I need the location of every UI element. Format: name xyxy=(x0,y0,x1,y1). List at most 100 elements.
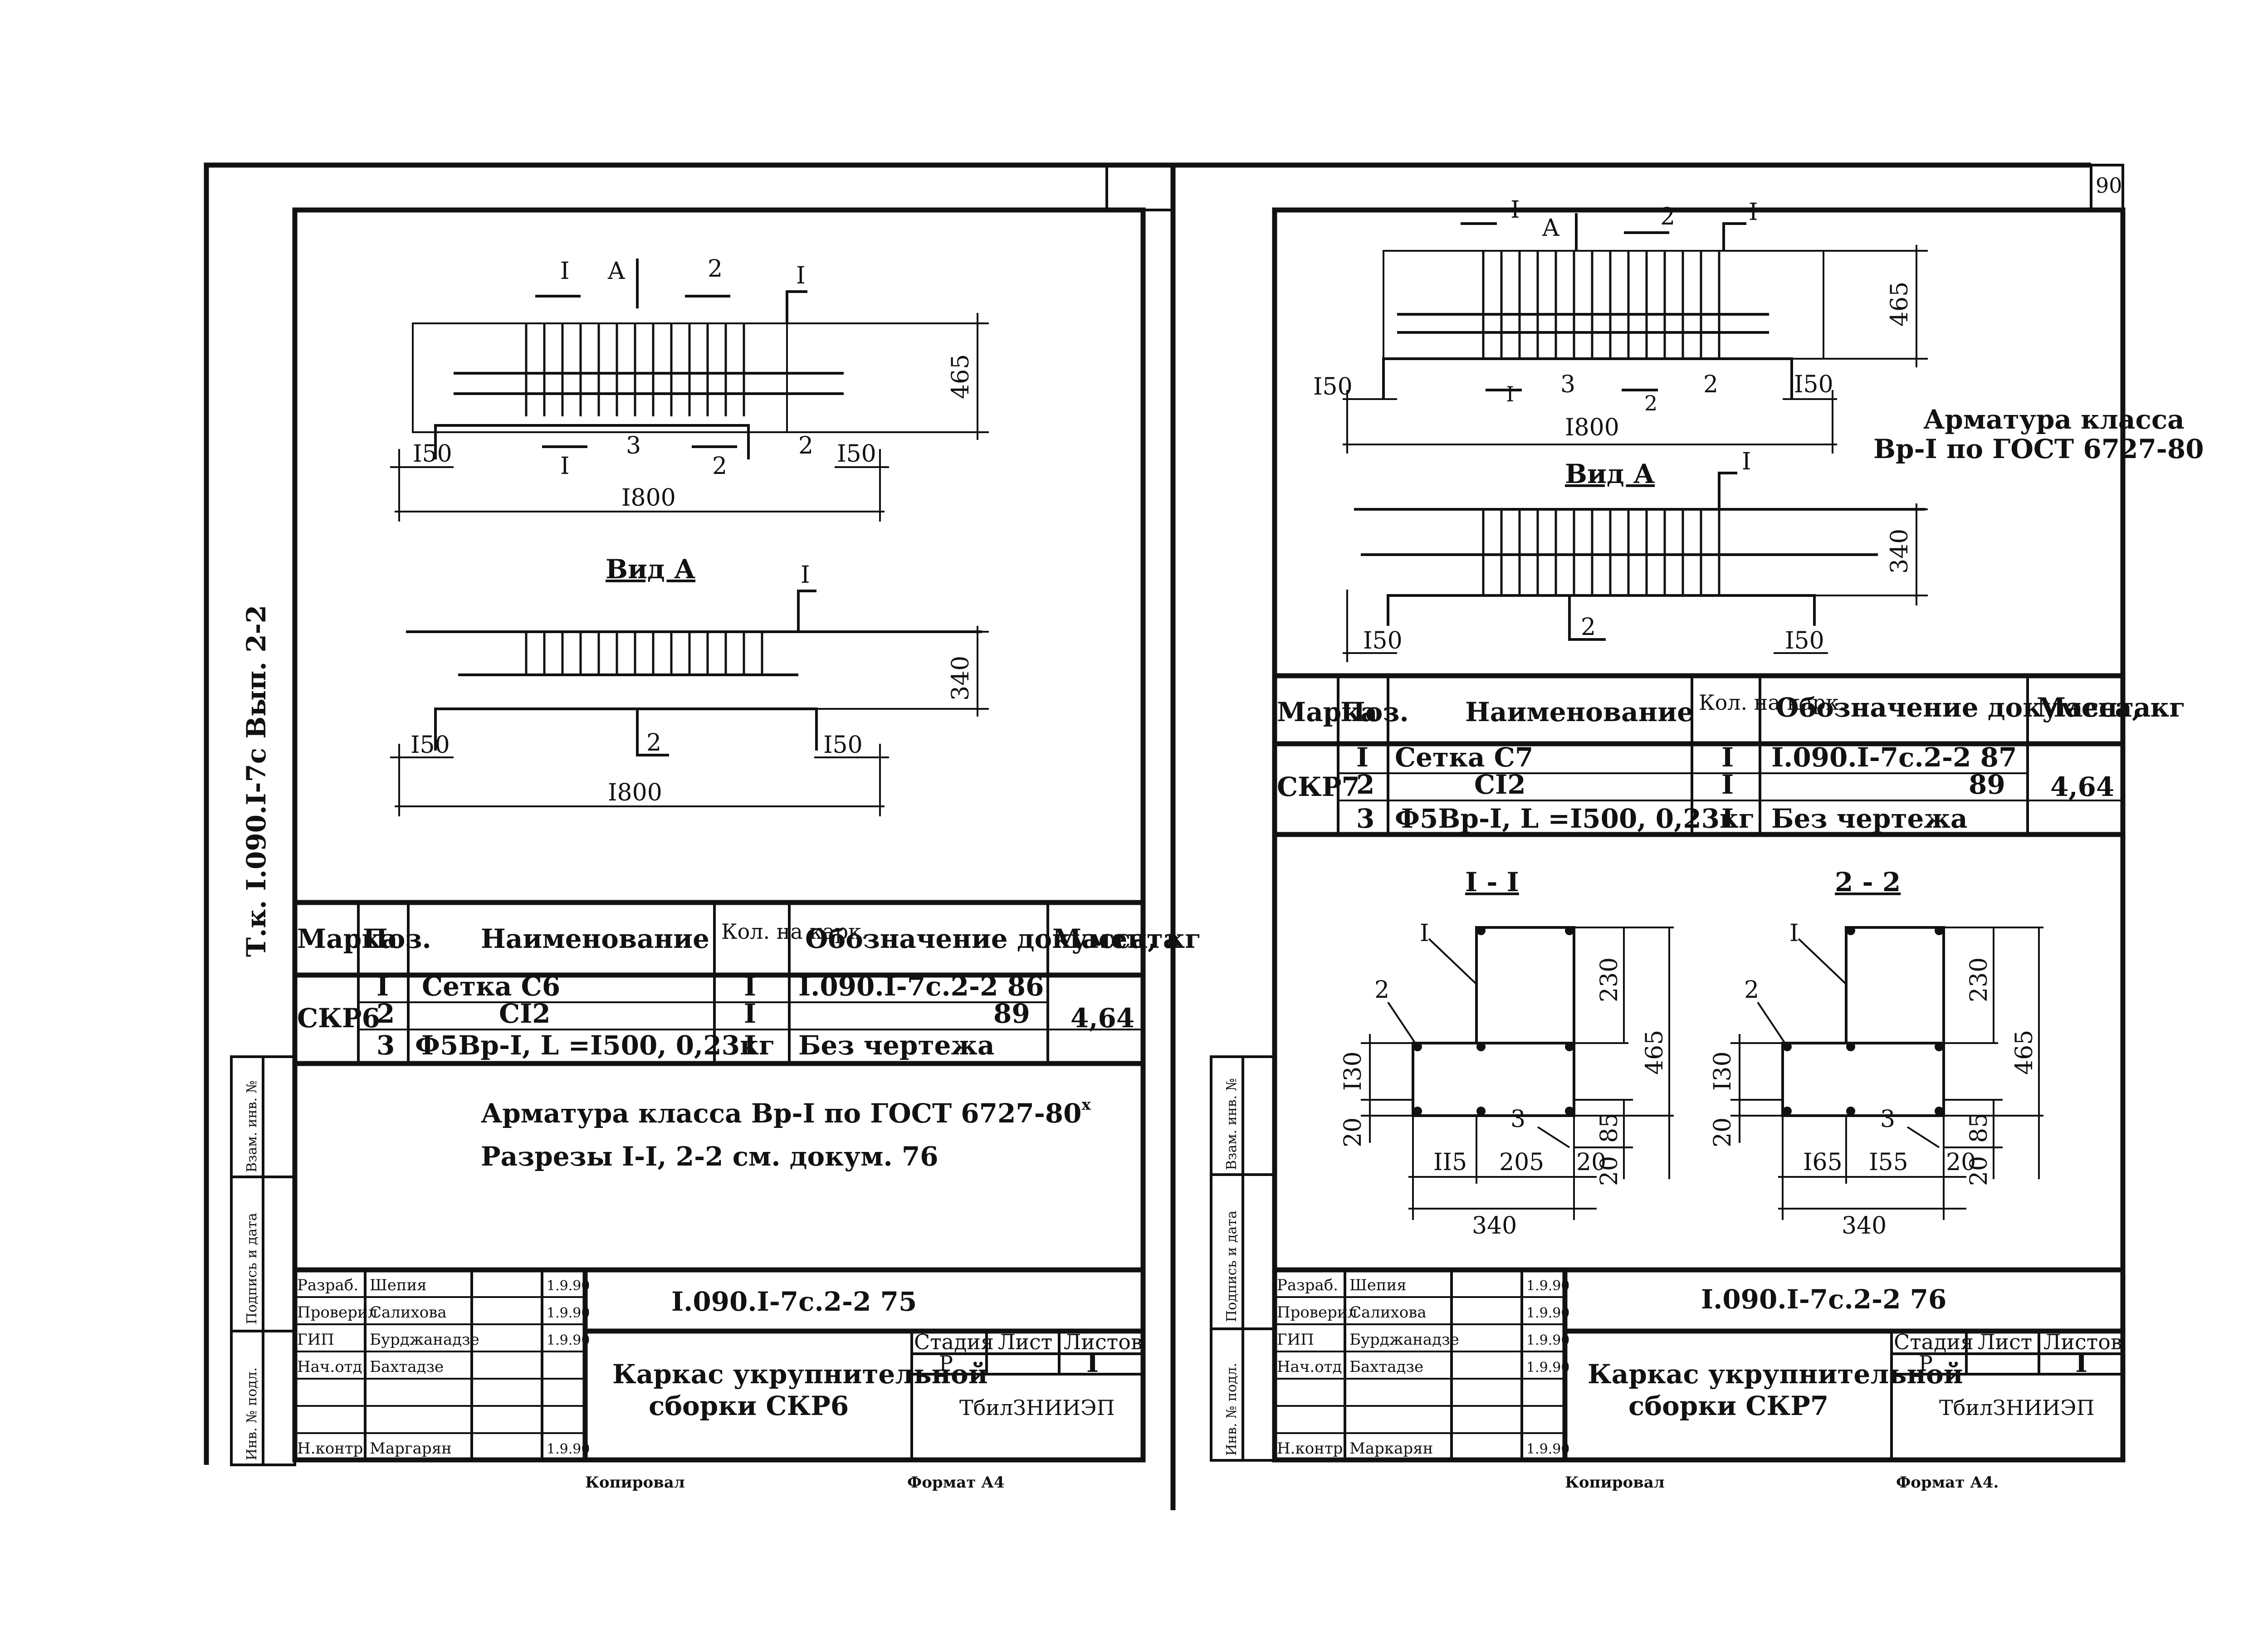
table-row: Сетка С7 xyxy=(1395,742,1533,773)
section-label: I xyxy=(1420,920,1429,947)
stamp-role: ГИП xyxy=(297,1331,334,1349)
margin-label: Взам. инв. № xyxy=(1224,1078,1240,1170)
section-label: 3 xyxy=(1880,1106,1895,1133)
section-label: 85 xyxy=(1965,1113,1993,1143)
table-row: Сетка С6 xyxy=(422,971,560,1002)
section-label: I xyxy=(1789,920,1799,947)
col-header-pos: Поз. xyxy=(1340,697,1409,727)
plan-dim-height: 465 xyxy=(947,354,974,399)
table-row: 2 xyxy=(376,998,395,1029)
left-inner-frame xyxy=(292,207,1146,1463)
left-corner-box xyxy=(1105,164,1174,211)
stamp-role: Нач.отд. xyxy=(297,1358,367,1376)
table-row: I xyxy=(744,998,756,1029)
plan-mark: 2 xyxy=(798,432,813,459)
format-label: Формат А4 xyxy=(907,1473,1005,1492)
left-side-label: Т.к. I.090.I-7с Вып. 2-2 xyxy=(241,605,272,957)
stamp-name: Салихова xyxy=(1349,1303,1427,1322)
section-label: 340 xyxy=(1472,1212,1517,1239)
section-label: 20 xyxy=(1339,1117,1367,1147)
view-a-dim-height: 340 xyxy=(1886,529,1913,574)
table-row: I.090.I-7с.2-2 87 xyxy=(1771,742,2017,773)
plan-mark: I xyxy=(560,258,570,285)
table-mass: 4,64 xyxy=(2050,771,2114,802)
col-header-doc: Обозначение документа xyxy=(805,923,1180,954)
stamp-role: Н.контр. xyxy=(297,1439,368,1458)
stamp-name: Салихова xyxy=(370,1303,447,1322)
col-header-mark: Марка xyxy=(297,923,398,954)
plan-dim-length: I800 xyxy=(1565,414,1619,441)
table-row: 2 xyxy=(1356,769,1374,800)
left-plan-view: I A 2 I I 3 2 2 I50 I50 I800 465 xyxy=(390,255,989,522)
col-header-mass: Масса, кг xyxy=(1052,923,1201,954)
plan-mark: 3 xyxy=(1560,371,1575,398)
sheets-header: Листов xyxy=(1064,1330,1143,1354)
sheets-value: I xyxy=(1086,1347,1099,1378)
view-a-dim-height: 340 xyxy=(947,656,974,701)
plan-mark: A xyxy=(607,258,626,285)
plan-mark: I xyxy=(1510,196,1520,224)
col-header-pos: Поз. xyxy=(363,923,431,954)
stage-value: Р xyxy=(939,1351,953,1376)
stamp-name: Шепия xyxy=(1349,1276,1407,1294)
margin-label: Подпись и дата xyxy=(1224,1210,1240,1322)
sheets-header: Листов xyxy=(2043,1330,2122,1354)
plan-mark: 2 xyxy=(708,255,723,283)
plan-dim-left: I50 xyxy=(1313,373,1353,400)
stamp-date: 1.9.90 xyxy=(1526,1332,1569,1348)
table-row: 3 xyxy=(1356,803,1374,834)
section-label: 340 xyxy=(1842,1212,1887,1239)
section-label: I30 xyxy=(1709,1051,1736,1091)
plan-mark: 2 xyxy=(712,453,727,480)
right-sheet: 90 I A 2 I I 3 2 2 I50 I50 I800 465 xyxy=(1173,162,2204,1492)
plan-mark: I xyxy=(1749,199,1758,226)
page-number: 90 xyxy=(2096,173,2122,198)
table-row: I.090.I-7с.2-2 86 xyxy=(798,971,1044,1002)
right-title-block: Разраб.ПроверилГИПНач.отд.Н.контр.ШепияС… xyxy=(1275,1267,2123,1460)
table-row: Ф5Вр-I, L =I500, 0,23кг xyxy=(415,1030,775,1061)
table-row: CI2 xyxy=(499,998,551,1029)
sheet-title: сборки СКР6 xyxy=(649,1390,849,1421)
section-label: 3 xyxy=(1510,1106,1525,1133)
view-a-mark: 2 xyxy=(646,729,661,756)
stage-header: Стадия xyxy=(914,1330,994,1354)
view-a-mark: 2 xyxy=(1581,614,1596,641)
stamp-date: 1.9.90 xyxy=(1526,1278,1569,1294)
section-label: II5 xyxy=(1433,1149,1467,1176)
left-sheet: Т.к. I.090.I-7с Вып. 2-2 I A 2 I I 3 2 2… xyxy=(204,162,1201,1510)
col-header-name: Наименование xyxy=(1465,697,1694,727)
stamp-date: 1.9.90 xyxy=(547,1332,590,1348)
section-label: 85 xyxy=(1596,1113,1623,1143)
view-a-dim-right: I50 xyxy=(823,732,863,759)
section-label: I30 xyxy=(1339,1051,1367,1091)
stamp-role: Нач.отд. xyxy=(1277,1358,1347,1376)
section-title: I - I xyxy=(1465,867,1519,898)
plan-mark: I xyxy=(560,453,570,480)
sheet-header: Лист xyxy=(1978,1330,2032,1354)
margin-label: Подпись и дата xyxy=(244,1213,260,1324)
view-a-dim-length: I800 xyxy=(608,779,662,806)
plan-dim-right: I50 xyxy=(1794,371,1833,398)
copied-label: Копировал xyxy=(1565,1473,1665,1492)
organization: ТбилЗНИИЭП xyxy=(1939,1395,2095,1420)
section-label: 20 xyxy=(1576,1149,1606,1176)
col-header-doc: Обозначение документа xyxy=(1776,692,2151,723)
sheet-title: Каркас укрупнительной xyxy=(612,1359,988,1390)
section-label: 230 xyxy=(1596,957,1623,1002)
right-plan-view: I A 2 I I 3 2 2 I50 I50 I800 465 xyxy=(1313,196,1928,454)
table-row: 3 xyxy=(376,1030,395,1061)
plan-mark: I xyxy=(1506,382,1514,406)
left-view-a: Вид А I 2 I50 I50 I800 340 xyxy=(390,554,989,816)
view-a-dim-left: I50 xyxy=(411,732,450,759)
stamp-date: 1.9.90 xyxy=(1526,1441,1569,1457)
plan-mark: 3 xyxy=(626,432,641,459)
sheet-title: Каркас укрупнительной xyxy=(1588,1359,1963,1390)
plan-mark: 2 xyxy=(1703,371,1718,398)
stamp-role: Проверил xyxy=(297,1303,377,1322)
stamp-date: 1.9.90 xyxy=(547,1441,590,1457)
view-a-title: Вид А xyxy=(1565,459,1655,489)
sheets-value: I xyxy=(2075,1347,2087,1378)
